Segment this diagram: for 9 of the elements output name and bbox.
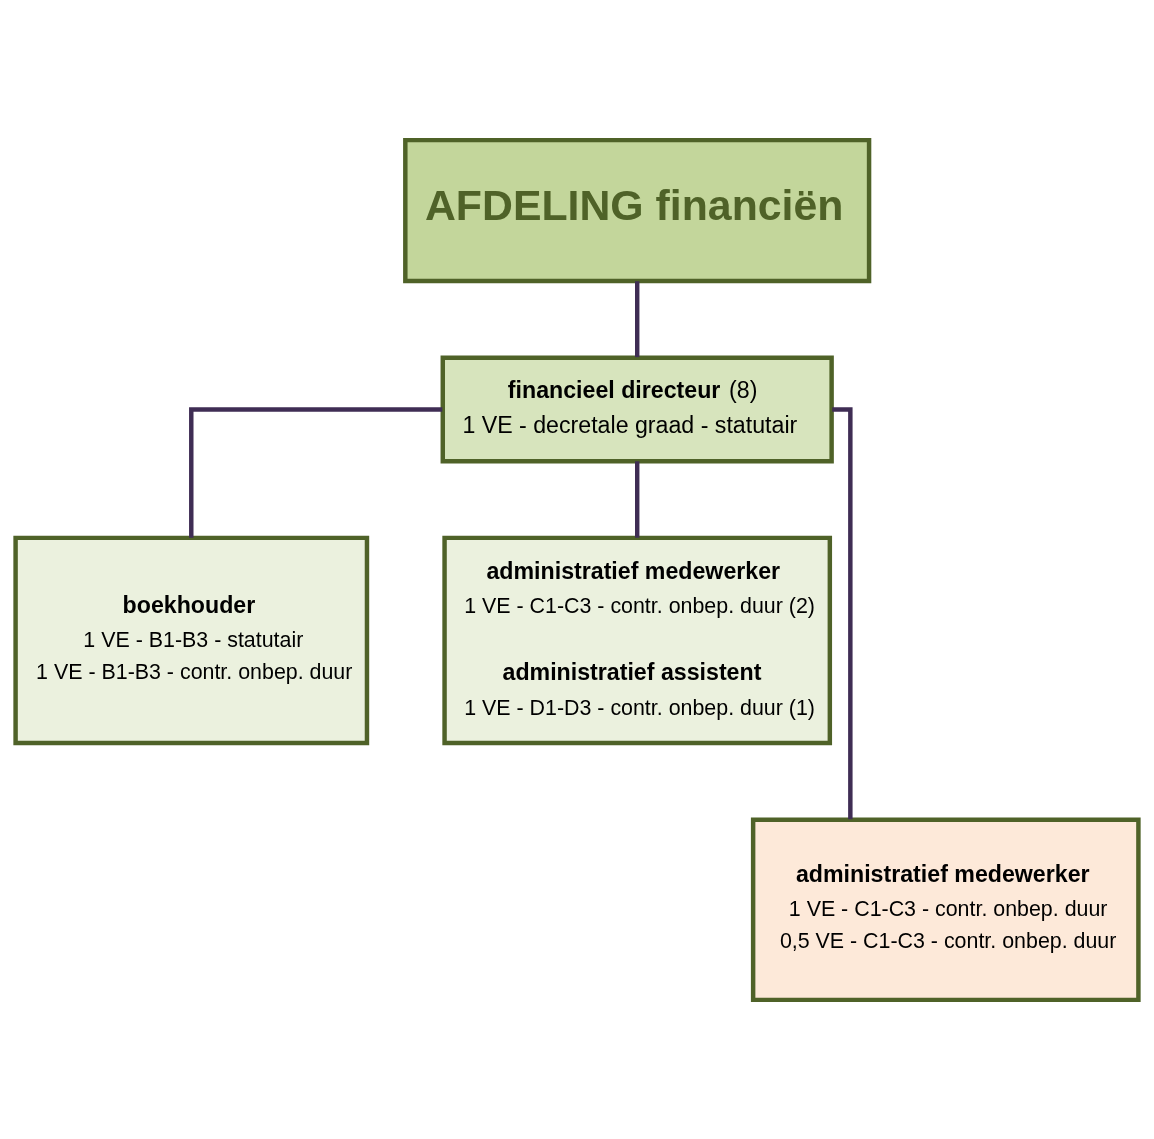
connector <box>189 406 443 538</box>
connector <box>634 280 640 357</box>
connector <box>634 460 640 538</box>
connector <box>832 406 853 819</box>
node-box: boekhouder 1 VE - B1-B3 - statutair 1 VE - B1-B3 - contr. onbep. duur <box>13 535 370 745</box>
node-box: financieel directeur (8) 1 VE - decretale graad - statutair <box>440 355 834 463</box>
node-box: AFDELING financiën <box>403 137 872 283</box>
node-box: administratief medewerker 1 VE - C1-C3 - contr. onbep. duur 0,5 VE - C1-C3 - contr. onbep. duur <box>750 817 1141 1002</box>
node-box: administratief medewerker 1 VE - C1-C3 - contr. onbep. duur (2) administratief assistent 1 VE - D1-D3 - contr. onbep. duur (1) <box>442 535 833 745</box>
